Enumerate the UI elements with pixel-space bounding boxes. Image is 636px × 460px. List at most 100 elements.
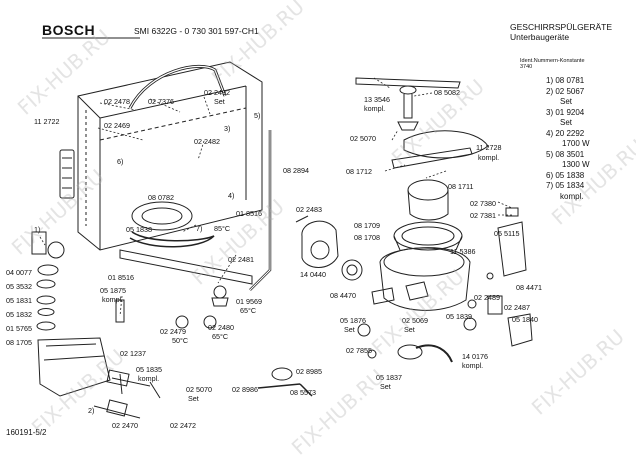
valve-assembly-2 bbox=[93, 405, 141, 419]
legend-row: 7) 05 1834 bbox=[546, 181, 585, 190]
ring-part-3 bbox=[36, 321, 56, 331]
part-label: 65°C bbox=[212, 332, 228, 341]
sump-housing bbox=[379, 247, 471, 311]
part-label: 14 0176 bbox=[462, 352, 488, 361]
seal-small bbox=[357, 323, 371, 337]
tub-body bbox=[77, 61, 263, 251]
part-label: 02 2481 bbox=[228, 255, 254, 264]
part-label: 3) bbox=[224, 124, 230, 133]
cap-part bbox=[37, 264, 59, 276]
upper-spray-arm bbox=[355, 77, 461, 89]
part-label: 05 3532 bbox=[6, 282, 32, 291]
part-label: 08 2894 bbox=[283, 166, 309, 175]
part-label: 02 2480 bbox=[208, 323, 234, 332]
part-label: 05 1837 bbox=[376, 373, 402, 382]
coarse-filter bbox=[393, 221, 463, 251]
legend-row: 1700 W bbox=[562, 139, 590, 148]
part-label: 02 2472 bbox=[170, 421, 196, 430]
part-label: kompl. bbox=[462, 361, 483, 370]
part-label: 01 8516 bbox=[236, 209, 262, 218]
fuse-part bbox=[115, 299, 125, 323]
drain-pump bbox=[507, 313, 533, 347]
part-label: 08 1705 bbox=[6, 338, 32, 347]
ring-part-2 bbox=[37, 308, 55, 316]
ring-part bbox=[36, 295, 56, 305]
part-label: 01 9569 bbox=[236, 297, 262, 306]
ident-label: Ident.Nummern-Konstante bbox=[520, 58, 585, 64]
part-label: 13 3546 bbox=[364, 95, 390, 104]
legend-row: 1) 08 0781 bbox=[546, 76, 585, 85]
ring-right bbox=[463, 317, 477, 331]
hose-elbow bbox=[397, 344, 423, 360]
filter-cup bbox=[407, 179, 449, 201]
ident-value: 3740 bbox=[520, 64, 533, 70]
part-label: 08 1709 bbox=[354, 221, 380, 230]
legend-row: 2) 02 5067 bbox=[546, 86, 585, 96]
lower-spray-arm bbox=[391, 147, 473, 169]
hose-bend bbox=[415, 344, 453, 363]
salt-container bbox=[37, 337, 111, 397]
part-label: 01 5765 bbox=[6, 324, 32, 333]
part-label: 02 2487 bbox=[504, 303, 530, 312]
clamp-part bbox=[367, 349, 377, 359]
thermostat-part-2 bbox=[175, 315, 189, 329]
part-label: 02 2492 bbox=[204, 88, 230, 97]
part-label: 02 7376 bbox=[148, 97, 174, 106]
part-label: 02 2483 bbox=[296, 205, 322, 214]
thermostat-part bbox=[213, 285, 227, 299]
part-label: 08 1712 bbox=[346, 167, 372, 176]
part-label: 02 5070 bbox=[186, 385, 212, 394]
part-label: 04 0077 bbox=[6, 268, 32, 277]
exploded-parts-diagram-sheet: BOSCH SMI 6322G - 0 730 301 597-CH1 GESC… bbox=[6, 0, 636, 460]
part-label: 08 1711 bbox=[448, 182, 473, 191]
part-label: Set bbox=[188, 394, 199, 403]
pump-connector bbox=[257, 383, 313, 397]
gasket-part bbox=[371, 287, 395, 305]
part-label: kompl. bbox=[138, 374, 159, 383]
part-label: 08 0782 bbox=[148, 193, 174, 202]
bracket-part bbox=[405, 281, 429, 301]
part-label: 1) bbox=[34, 225, 40, 234]
parts-legend: 1) 08 0781 2) 02 5067 Set 3) 01 9204 Set… bbox=[546, 76, 590, 202]
flap-part bbox=[31, 231, 47, 255]
part-label: 05 1835 bbox=[136, 365, 162, 374]
seal-ring bbox=[47, 241, 65, 259]
sump-ring bbox=[131, 201, 193, 231]
parts-drawing: 02 2478 02 7376 02 2492 Set 11 2722 02 2… bbox=[6, 37, 542, 430]
part-label: 11 2728 bbox=[476, 143, 501, 152]
part-label: 08 4471 bbox=[516, 283, 542, 292]
part-label: 02 2482 bbox=[194, 137, 220, 146]
part-label: 05 1831 bbox=[6, 296, 32, 305]
part-label: 05 1838 bbox=[126, 225, 152, 234]
circulation-pump bbox=[301, 220, 339, 268]
part-label: 02 7855 bbox=[346, 346, 372, 355]
part-label: 02 2470 bbox=[112, 421, 138, 430]
part-label: 50°C bbox=[172, 336, 188, 345]
heater-coil bbox=[129, 231, 215, 248]
part-label: 08 4470 bbox=[330, 291, 356, 300]
part-label: 11 2722 bbox=[34, 117, 59, 126]
washer-part bbox=[36, 279, 56, 289]
part-label: 02 2469 bbox=[104, 121, 130, 130]
part-label: kompl. bbox=[478, 153, 499, 162]
part-label: 02 7380 bbox=[470, 199, 496, 208]
hinge-part bbox=[59, 149, 75, 199]
legend-row: 3) 01 9204 bbox=[546, 107, 585, 117]
part-label: 05 5115 bbox=[494, 229, 519, 238]
part-label: 85°C bbox=[214, 224, 230, 233]
leader-lines bbox=[39, 77, 513, 317]
part-label: 2) bbox=[88, 406, 94, 415]
clip-small bbox=[505, 207, 519, 217]
part-label: 5) bbox=[254, 111, 260, 120]
part-label: 05 1840 bbox=[512, 315, 538, 324]
legend-row: Set bbox=[560, 97, 573, 106]
part-label: kompl. bbox=[102, 295, 123, 304]
part-label: 4) bbox=[228, 191, 234, 200]
part-label: 08 5082 bbox=[434, 88, 460, 97]
clip-part bbox=[271, 367, 293, 381]
part-label: 02 2479 bbox=[160, 327, 186, 336]
legend-row: 5) 08 3501 bbox=[546, 149, 585, 159]
part-label: 02 2489 bbox=[474, 293, 500, 302]
brand-logo-text: BOSCH bbox=[42, 22, 96, 38]
part-label: 11 5386 bbox=[450, 247, 475, 256]
